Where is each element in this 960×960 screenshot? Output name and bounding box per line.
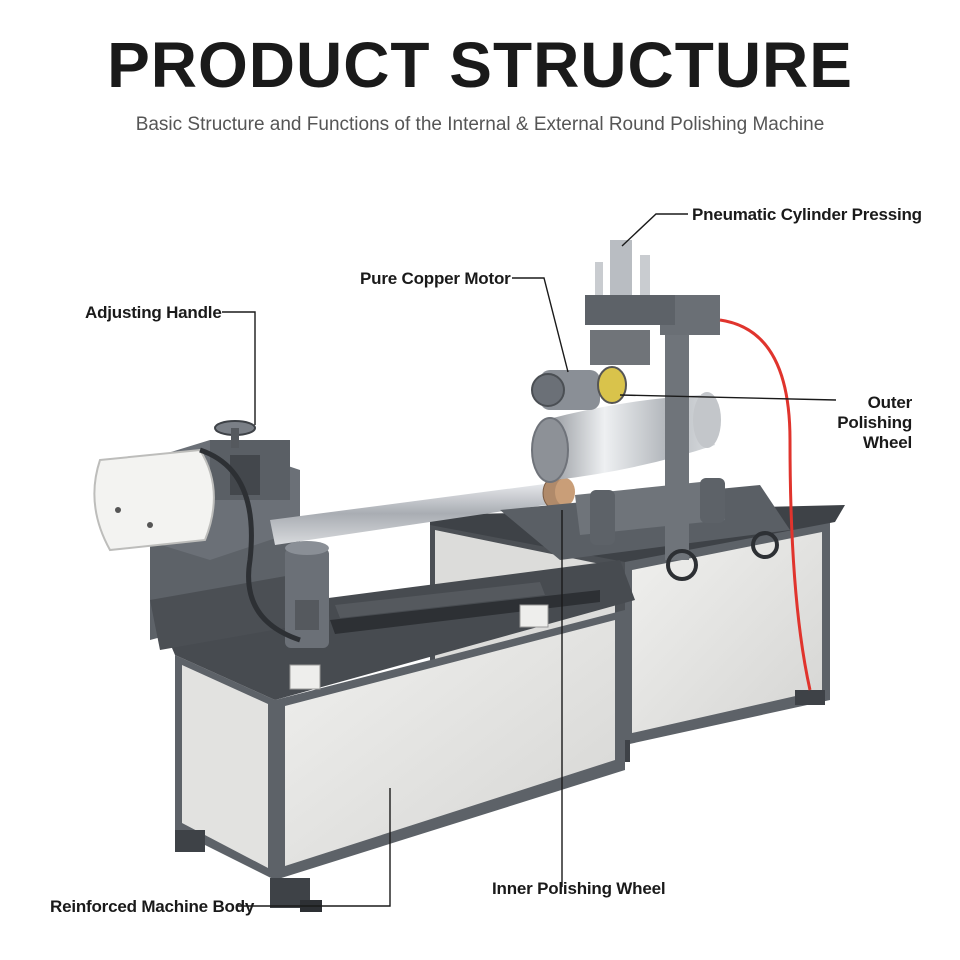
air-hose	[719, 318, 812, 691]
page-title: PRODUCT STRUCTURE	[107, 29, 853, 101]
page-subtitle: Basic Structure and Functions of the Int…	[135, 114, 825, 135]
leader-outer	[619, 394, 837, 401]
leader-body	[238, 788, 391, 907]
polishing-shaft	[270, 476, 575, 545]
feed-motor	[285, 541, 549, 690]
label-outer-polishing-wheel: Outer Polishing Wheel	[836, 393, 912, 453]
label-copper-motor: Pure Copper Motor	[360, 269, 511, 288]
leader-handle	[222, 311, 256, 425]
label-outer-line-3: Wheel	[862, 433, 912, 452]
label-outer-line-1: Outer	[867, 393, 913, 412]
label-outer-line-2: Polishing	[837, 413, 912, 432]
label-adjusting-handle: Adjusting Handle	[85, 303, 222, 322]
label-inner-polishing-wheel: Inner Polishing Wheel	[492, 879, 666, 898]
label-machine-body: Reinforced Machine Body	[50, 897, 255, 916]
work-station	[500, 240, 790, 581]
leader-lines	[222, 213, 837, 907]
leader-pneumatic	[621, 213, 688, 247]
leader-motor	[512, 277, 569, 373]
drive-chain	[330, 582, 600, 634]
label-pneumatic-cylinder: Pneumatic Cylinder Pressing	[692, 205, 922, 224]
